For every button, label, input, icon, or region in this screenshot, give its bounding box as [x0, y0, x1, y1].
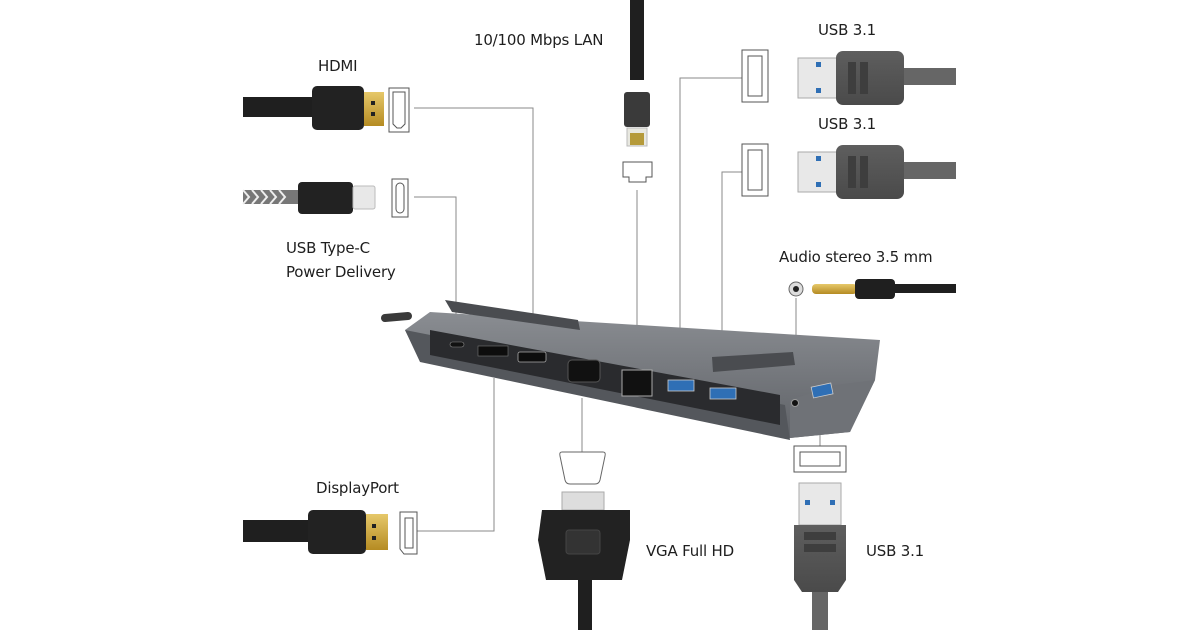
docking-station [381, 300, 880, 440]
dock-port-lan [621, 369, 653, 397]
label-usb-c-line2: Power Delivery [286, 263, 396, 281]
usb-a-icon [793, 445, 847, 473]
label-displayport: DisplayPort [316, 479, 399, 497]
dock-cable [381, 312, 412, 322]
dock-port-hdmi [517, 351, 547, 363]
label-usb31-middle: USB 3.1 [818, 115, 877, 133]
dock-port-displayport [477, 345, 509, 357]
rj45-icon [622, 161, 653, 183]
dock-side-panel [790, 380, 875, 438]
usb31-middle-cable [797, 145, 956, 199]
dock-pad-left [445, 300, 580, 330]
usb-c-icon [391, 178, 409, 218]
label-usb31-top: USB 3.1 [818, 21, 877, 39]
dock-front-panel [430, 330, 780, 425]
label-audio: Audio stereo 3.5 mm [779, 248, 933, 266]
usb-c-cable [242, 182, 376, 214]
leader-line-displayport [417, 378, 495, 532]
leader-line-hdmi [414, 107, 534, 365]
lan-cable [624, 0, 650, 147]
hdmi-icon [388, 87, 410, 133]
vga-cable [538, 491, 630, 630]
hdmi-cable [243, 86, 384, 130]
audio-cable [788, 279, 956, 299]
displayport-icon [399, 511, 418, 555]
usb-a-icon [741, 49, 769, 103]
usb31-bottom-cable [794, 482, 846, 630]
dock-port-vga [567, 359, 601, 383]
leader-line-usb-c [414, 196, 457, 345]
label-vga: VGA Full HD [646, 542, 734, 560]
displayport-cable [243, 510, 388, 554]
label-usb-c-line1: USB Type-C [286, 239, 370, 257]
dock-port-audio [791, 399, 799, 407]
label-usb-c-pd: USB Type-C Power Delivery [286, 236, 396, 284]
dock-port-usb-c [449, 341, 465, 348]
leader-line-usb31-middle [721, 171, 742, 390]
usb-a-icon [741, 143, 769, 197]
leader-line-usb31-top [679, 77, 742, 385]
label-usb31-bottom: USB 3.1 [866, 542, 925, 560]
dock-port-usb31-3 [810, 382, 834, 399]
usb31-top-cable [797, 51, 956, 105]
label-hdmi: HDMI [318, 57, 358, 75]
label-lan: 10/100 Mbps LAN [474, 31, 604, 49]
dock-pad-right [712, 352, 795, 372]
vga-icon [559, 451, 606, 485]
dock-port-usb31-2 [709, 387, 737, 400]
dock-port-usb31-1 [667, 379, 695, 392]
